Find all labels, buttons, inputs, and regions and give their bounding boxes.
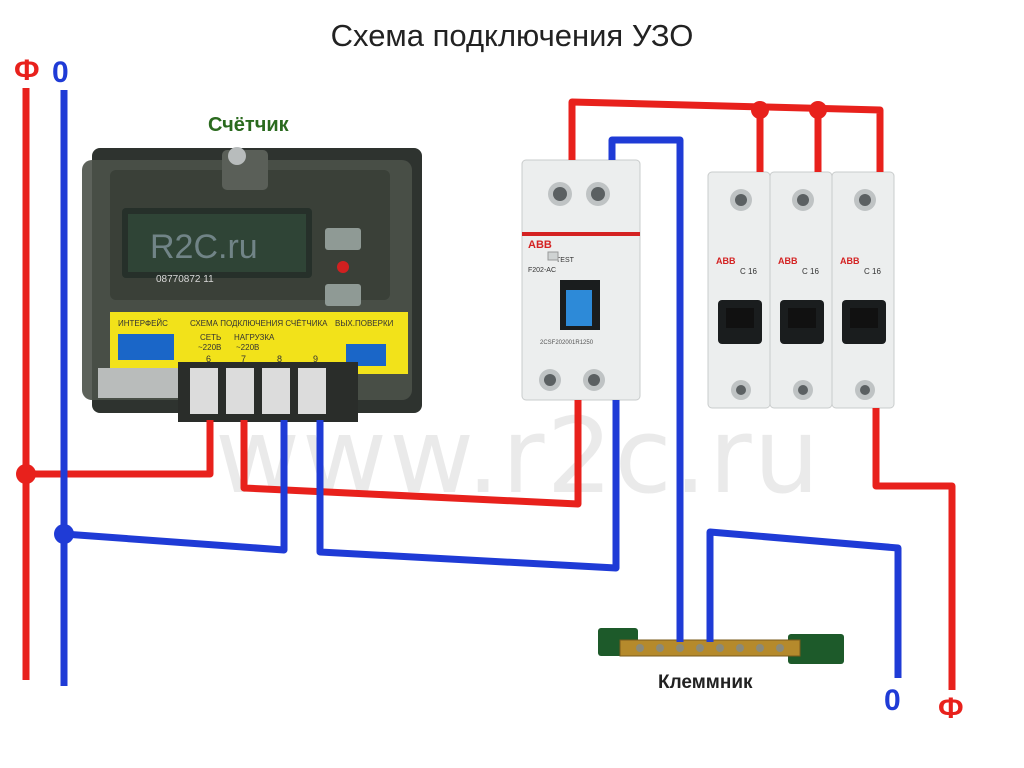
svg-text:СЕТЬ: СЕТЬ — [200, 333, 221, 342]
svg-text:СХЕМА ПОДКЛЮЧЕНИЯ СЧЁТЧИКА: СХЕМА ПОДКЛЮЧЕНИЯ СЧЁТЧИКА — [190, 319, 328, 328]
svg-text:TEST: TEST — [556, 257, 575, 264]
breaker-1: ABB C 16 — [707, 171, 771, 409]
zero-label-right: 0 — [884, 684, 901, 717]
svg-text:~220В: ~220В — [236, 343, 259, 352]
svg-text:НАГРУЗКА: НАГРУЗКА — [234, 333, 275, 342]
phase-junction — [16, 464, 36, 484]
breaker-3: ABB C 16 — [831, 171, 895, 409]
svg-text:F202-AC: F202-AC — [528, 267, 556, 274]
phase-label-left: Ф — [14, 54, 40, 87]
svg-text:C 16: C 16 — [802, 267, 819, 276]
zero-wires — [60, 90, 902, 686]
diagram-title: Схема подключения УЗО — [330, 18, 694, 53]
terminal-block-label: Клеммник — [658, 672, 753, 693]
svg-text:ABB: ABB — [840, 256, 860, 266]
svg-text:9: 9 — [313, 354, 318, 364]
svg-text:ИНТЕРФЕЙС: ИНТЕРФЕЙС — [118, 319, 168, 328]
svg-text:7: 7 — [241, 354, 246, 364]
svg-text:C 16: C 16 — [864, 267, 881, 276]
phase-label-right: Ф — [938, 692, 964, 725]
phase-junction-2 — [751, 101, 769, 119]
svg-text:2CSF202001R1250: 2CSF202001R1250 — [540, 340, 594, 346]
terminal-block — [598, 628, 844, 664]
phase-wires — [22, 88, 956, 690]
zero-junction — [54, 524, 74, 544]
meter-serial: 08770872 11 — [156, 274, 214, 285]
zero-label-left: 0 — [52, 56, 69, 89]
svg-text:6: 6 — [206, 354, 211, 364]
svg-text:8: 8 — [277, 354, 282, 364]
circuit-breakers: ABB C 16 ABB C 16 ABB C 16 — [707, 171, 895, 409]
svg-text:ABB: ABB — [528, 239, 552, 251]
svg-text:C 16: C 16 — [740, 267, 757, 276]
breaker-2: ABB C 16 — [769, 171, 833, 409]
phase-junction-3 — [809, 101, 827, 119]
rcd-device: ABB TEST F202-AC 2CSF202001R1250 — [521, 159, 641, 401]
svg-text:ABB: ABB — [716, 256, 736, 266]
svg-text:~220В: ~220В — [198, 343, 221, 352]
svg-text:ВЫХ.ПОВЕРКИ: ВЫХ.ПОВЕРКИ — [335, 319, 394, 328]
meter-brand: R2C.ru — [150, 228, 258, 266]
meter-label: Счётчик — [208, 114, 289, 136]
rcd-lever — [566, 290, 592, 326]
svg-text:ABB: ABB — [778, 256, 798, 266]
electricity-meter: R2C.ru 08770872 11 ИНТЕРФЕЙС СХЕМА ПОДКЛ… — [82, 147, 422, 422]
